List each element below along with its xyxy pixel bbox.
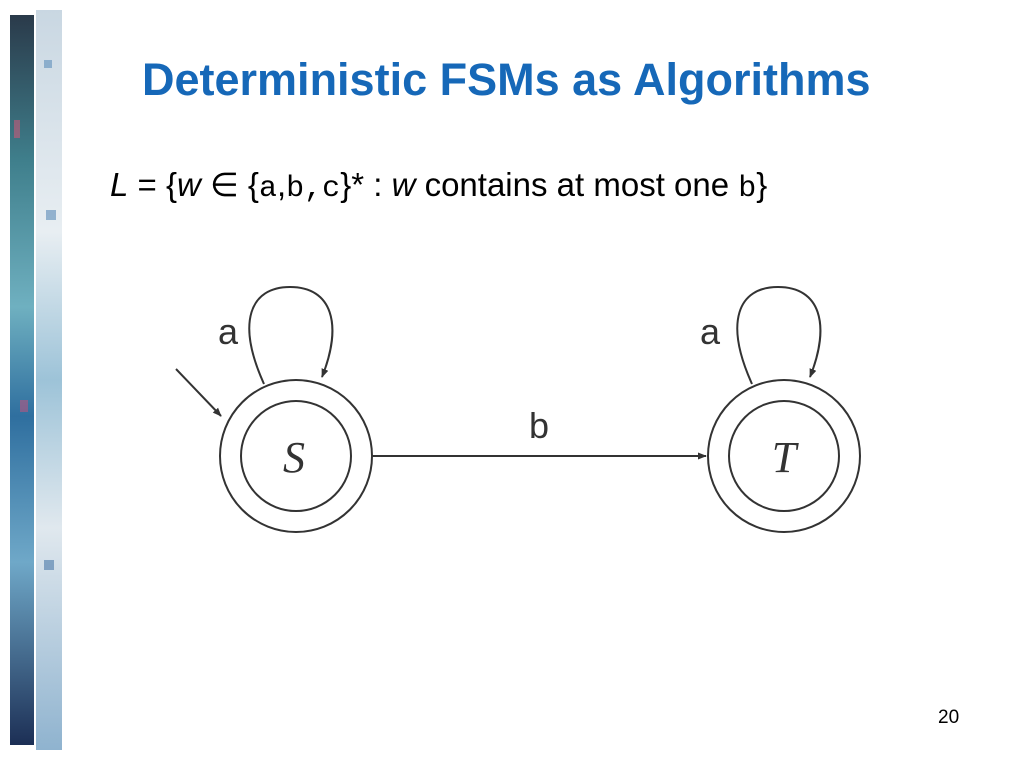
state-s: S: [219, 379, 373, 533]
start-arrow: [175, 368, 222, 417]
lang-part: ∈ {: [200, 166, 259, 203]
lang-part: ,: [304, 172, 323, 206]
state-t: T: [707, 379, 861, 533]
state-t-label: T: [772, 433, 800, 482]
state-t-outer-ring: [707, 379, 861, 533]
language-definition: L = {w ∈ {a,b,c}* : w contains at most o…: [110, 163, 767, 211]
slide-number: 20: [938, 707, 960, 728]
word-variable: w: [177, 166, 201, 203]
state-t-inner-ring: [728, 400, 840, 512]
lang-part: }* :: [340, 166, 392, 203]
state-s-label: S: [283, 433, 305, 482]
lang-part: ,: [276, 166, 287, 203]
alphabet-symbol: b: [286, 172, 305, 206]
alphabet-symbol: c: [322, 172, 341, 206]
self-loop-t-label: a: [700, 311, 721, 352]
lang-part: }: [756, 166, 768, 203]
lang-part: = {: [128, 166, 177, 203]
word-variable: w: [391, 166, 416, 203]
decorative-strip: [10, 10, 62, 750]
fsm-diagram: S T a b a: [175, 285, 861, 533]
self-loop-s-arrow: [248, 285, 334, 385]
lang-part: contains at most one: [415, 166, 739, 203]
self-loop-s-label: a: [218, 311, 239, 352]
alphabet-symbol: a: [258, 172, 277, 206]
self-loop-t-arrow: [736, 285, 822, 385]
transition-s-t-label: b: [529, 405, 549, 446]
slide-title: Deterministic FSMs as Algorithms: [142, 54, 871, 105]
language-symbol: L: [110, 166, 129, 203]
alphabet-symbol: b: [738, 172, 757, 206]
state-s-inner-ring: [240, 400, 352, 512]
